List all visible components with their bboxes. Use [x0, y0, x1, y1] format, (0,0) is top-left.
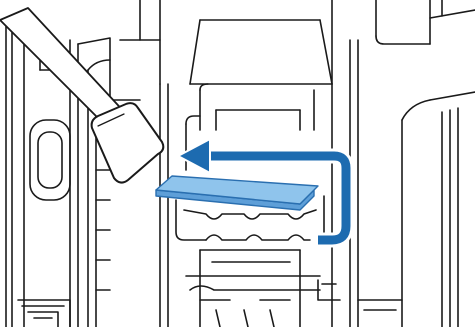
wiper-blade-icon	[156, 176, 318, 210]
printer-right-panel	[332, 0, 475, 327]
